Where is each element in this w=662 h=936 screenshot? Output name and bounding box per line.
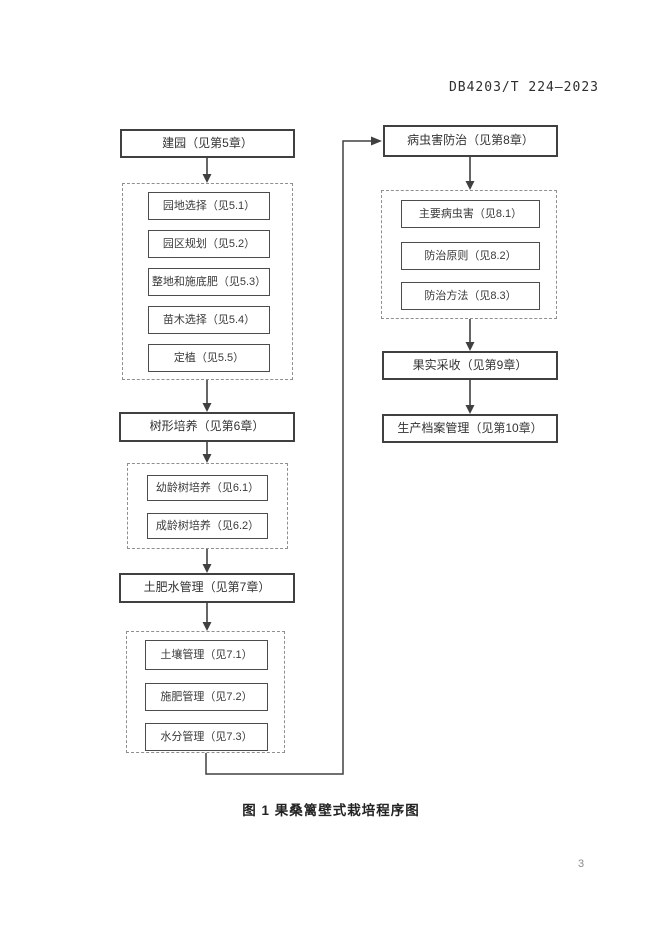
- flow-group-chapter7-substeps: [126, 631, 285, 753]
- flow-box-chapter8-pest-disease-control: 病虫害防治（见第8章）: [383, 125, 558, 157]
- flow-box-7-1-soil-management: 土壤管理（见7.1）: [145, 640, 268, 670]
- flow-box-7-2-fertilization-management: 施肥管理（见7.2）: [145, 683, 268, 711]
- flow-box-6-1-young-tree-training: 幼龄树培养（见6.1）: [147, 475, 268, 501]
- flow-box-8-1-major-pests-diseases: 主要病虫害（见8.1）: [401, 200, 540, 228]
- flow-box-8-2-control-principles: 防治原则（见8.2）: [401, 242, 540, 270]
- flow-box-5-4-seedling-selection: 苗木选择（见5.4）: [148, 306, 270, 334]
- document-code: DB4203/T 224—2023: [448, 80, 599, 95]
- flow-box-7-3-water-management: 水分管理（见7.3）: [145, 723, 268, 751]
- page-number: 3: [578, 858, 585, 870]
- flow-group-chapter5-substeps: [122, 183, 293, 380]
- flow-box-5-1-site-selection: 园地选择（见5.1）: [148, 192, 270, 220]
- flow-box-5-3-land-prep-base-fertilizer: 整地和施底肥（见5.3）: [148, 268, 270, 296]
- flow-box-chapter9-fruit-harvest: 果实采收（见第9章）: [382, 351, 558, 380]
- flow-box-chapter7-soil-fertilizer-water: 土肥水管理（见第7章）: [119, 573, 295, 603]
- flow-box-6-2-mature-tree-training: 成龄树培养（见6.2）: [147, 513, 268, 539]
- flow-box-5-2-orchard-planning: 园区规划（见5.2）: [148, 230, 270, 258]
- figure-caption: 图 1 果桑篱壁式栽培程序图: [242, 803, 420, 818]
- flow-box-chapter10-production-records: 生产档案管理（见第10章）: [382, 414, 558, 443]
- flow-box-chapter5-establish-orchard: 建园（见第5章）: [120, 129, 295, 158]
- flow-box-chapter6-tree-shaping: 树形培养（见第6章）: [119, 412, 295, 442]
- flow-box-5-5-planting: 定植（见5.5）: [148, 344, 270, 372]
- flow-group-chapter8-substeps: [381, 190, 557, 319]
- flow-box-8-3-control-methods: 防治方法（见8.3）: [401, 282, 540, 310]
- flow-group-chapter6-substeps: [127, 463, 288, 549]
